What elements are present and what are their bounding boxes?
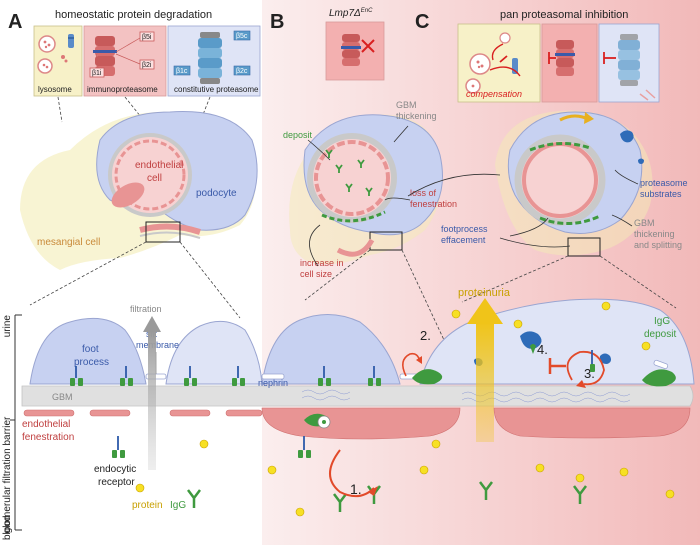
proteins [135,301,675,517]
callout-arrows [307,125,639,267]
beta5c-label: β5c [236,33,248,40]
zoom-box-c [567,237,601,257]
nephrin-label: nephrin [258,378,288,388]
gbm-band [21,385,694,407]
proteinuria-label: proteinuria [458,287,511,299]
immunoproteasome-inhibited-box [541,23,598,103]
mesangial-cell-label: mesangial cell [37,237,100,248]
beta5i-label: β5i [142,34,152,41]
lmp7-knockout-box [325,21,385,81]
zoom-lines [29,241,677,341]
compensation-label: compensation [466,89,522,99]
step-1-label: 1. [350,481,362,497]
filtration-label: filtration [130,304,162,314]
panel-c-title: pan proteasomal inhibition [500,9,628,21]
step-2-label: 2. [420,328,431,343]
step-3: 3. [566,350,605,388]
panel-letter-c: C [415,11,429,33]
beta2c-label: β2c [236,68,248,75]
beta2i-label: β2i [142,62,152,69]
panel-a-title: homeostatic protein degradation [55,9,212,21]
beta1c-label: β1c [176,68,188,75]
slit-membrane-label: slitmembrane [136,329,179,350]
step-3-label: 3. [584,366,595,381]
proteasome-substrate-blob [620,130,634,143]
immunoproteasome-box: β5i β1i β2i immunoproteasome [83,25,167,97]
igg-deposits-b [325,149,373,196]
capillary-loop-b [307,133,397,223]
constitutive-proteasome-label: constitutive proteasome [174,85,259,94]
filtration-arrow: filtration [130,304,162,470]
constitutive-proteasome-box: β5c β1c β2c constitutive proteasome [167,25,261,97]
compensation-box: compensation [457,23,541,103]
immunoproteasome-label: immunoproteasome [87,85,158,94]
panel-b-title: Lmp7ΔEnC [329,8,373,19]
endothelial-nucleus [111,182,145,208]
step-1: 1. [329,449,378,498]
gbm-label: GBM [52,392,73,402]
protein-label: protein [132,500,163,511]
step-4-label: 4. [537,342,548,357]
deposit-label: deposit [283,130,313,140]
lysosome-box: lysosome [33,25,83,97]
panel-letter-a: A [8,11,22,33]
step-4: 4. [537,342,595,374]
constitutive-inhibited-box [598,23,660,103]
panel-letter-b: B [270,11,284,33]
barrier-label: glomerular filtration barrier [2,416,13,533]
urine-label: urine [2,315,13,338]
step-2: 2. [402,328,431,377]
blood-label: blood [2,516,13,540]
podocyte-label: podocyte [196,188,237,199]
barrier-axis: urine glomerular filtration barrier bloo… [2,314,22,540]
endothelial-layer [23,407,691,440]
igg-label: IgG [170,500,186,511]
lysosome-label: lysosome [38,85,72,94]
zoom-box-a [145,221,181,243]
proteinuria-arrow: proteinuria [458,287,511,442]
beta1i-label: β1i [92,70,102,77]
